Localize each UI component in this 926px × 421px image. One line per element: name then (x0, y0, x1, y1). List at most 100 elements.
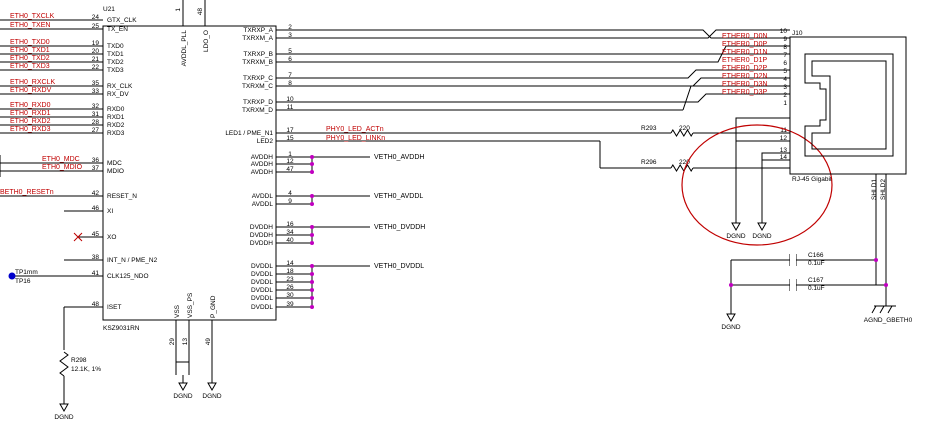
left-pin-number: 25 (92, 23, 100, 30)
ground-symbol (731, 222, 741, 232)
ground-label: DGND (721, 324, 740, 331)
junction-dot (310, 305, 314, 309)
bottom-pin-number: 13 (182, 338, 189, 346)
rj45-inner (811, 60, 887, 150)
left-pin-name: TXD3 (107, 67, 124, 74)
right-pin-number: 14 (286, 260, 294, 267)
connector-pin-number: 3 (783, 84, 787, 91)
left-pin-name: INT_N / PME_N2 (107, 257, 158, 264)
left-pin-number: 37 (92, 165, 100, 172)
junction-dot (310, 288, 314, 292)
chip-refdes: U21 (103, 6, 115, 13)
connector-pin-number: 14 (780, 154, 788, 161)
right-pin-name: TXRXM_B (242, 59, 273, 66)
ground-label: DGND (726, 233, 745, 240)
right-pin-name: TXRXM_C (242, 83, 273, 90)
right-pin-name: TXRXP_C (243, 75, 273, 82)
connector-refdes: J10 (792, 30, 803, 37)
top-pin-number: 1 (175, 8, 182, 12)
junction-dot (310, 194, 314, 198)
junction-dot (310, 170, 314, 174)
right-pin-number: 26 (286, 284, 294, 291)
left-pin-number: 41 (92, 270, 100, 277)
rj45-outline (804, 53, 894, 157)
resistor-symbol (59, 351, 69, 377)
right-pin-name: TXRXP_A (243, 27, 273, 34)
right-pin-name: AVDDL (252, 193, 274, 200)
junction-dot (310, 233, 314, 237)
right-pin-number: 15 (286, 135, 294, 142)
junction-dot (310, 296, 314, 300)
net-label: ETHER0_D1N (722, 49, 768, 56)
right-pin-name: DVDDL (251, 279, 273, 286)
right-pin-number: 6 (288, 56, 292, 63)
power-net-label: VETH0_DVDDL (374, 263, 424, 270)
left-pin-number: 45 (92, 231, 100, 238)
junction-dot (310, 241, 314, 245)
right-pin-number: 17 (286, 127, 294, 134)
left-pin-name: TX_EN (107, 26, 128, 33)
top-pin-name: AVDDL_PLL (181, 30, 188, 67)
left-pin-name: RXD1 (107, 114, 125, 121)
right-pin-number: 11 (287, 104, 294, 111)
left-pin-number: 27 (92, 127, 100, 134)
net-label: ETH0_RXD3 (10, 126, 51, 133)
right-pin-number: 16 (286, 221, 294, 228)
left-pin-number: 46 (92, 205, 100, 212)
right-pin-name: DVDDH (250, 224, 273, 231)
bottom-pin-name: VSS (174, 304, 181, 318)
net-label: BETH0_RESETn (0, 189, 54, 196)
net-label: ETH0_MDIO (42, 164, 83, 171)
net-label: ETHER0_D2P (722, 65, 767, 72)
junction-dot (884, 283, 888, 287)
right-pin-number: 8 (288, 80, 292, 87)
resistor-value: 220 (679, 125, 690, 132)
connector-pin-number: 5 (783, 68, 787, 75)
right-pin-number: 40 (286, 237, 294, 244)
right-pin-number: 4 (288, 190, 292, 197)
right-pin-number: 7 (288, 72, 292, 79)
right-pin-name: DVDDL (251, 287, 273, 294)
capacitor-value: 0.1uF (808, 260, 825, 267)
connector-pin-number: 12 (780, 135, 788, 142)
testpoint-label: TP1mm (15, 269, 38, 276)
right-pin-number: 3 (288, 32, 292, 39)
cap-gap (790, 254, 796, 266)
net-label: ETHER0_D0N (722, 33, 768, 40)
net-label: ETH0_TXD0 (10, 39, 50, 46)
ground-label: DGND (54, 414, 73, 421)
ground-symbol (726, 313, 736, 323)
ground-label: DGND (202, 393, 221, 400)
right-pin-name: DVDDL (251, 304, 273, 311)
right-pin-name: TXRXM_A (242, 35, 273, 42)
junction-dot (729, 283, 733, 287)
power-net-label: VETH0_AVDDL (374, 193, 423, 200)
chip-body (102, 25, 277, 321)
right-pin-name: LED1 / PME_N1 (225, 130, 273, 137)
left-pin-number: 38 (92, 254, 100, 261)
right-pin-name: LED2 (257, 138, 274, 145)
net-label: ETH0_RXDV (10, 87, 52, 94)
left-pin-name: RESET_N (107, 193, 137, 200)
resistor-symbol (670, 129, 694, 137)
right-pin-number: 10 (286, 96, 294, 103)
net-label: ETH0_TXCLK (10, 13, 55, 20)
resistor-refdes: R293 (641, 125, 657, 132)
right-pin-number: 30 (286, 292, 294, 299)
right-pin-name: AVDDH (251, 161, 274, 168)
net-label: ETH0_TXD1 (10, 47, 50, 54)
ground-symbol (757, 222, 767, 232)
resistor-symbol (670, 164, 694, 172)
ground-symbol (178, 382, 188, 392)
connector-pin-number: 13 (780, 147, 788, 154)
left-pin-name: RXD3 (107, 130, 125, 137)
net-label: PHY0_LED_ACTn (326, 126, 384, 133)
connector-pin-number: 1 (783, 100, 787, 107)
left-pin-name: MDIO (107, 168, 124, 175)
ground-label: DGND (173, 393, 192, 400)
right-pin-name: TXRXM_D (242, 107, 273, 114)
shield-pin-label: SHLD2 (880, 179, 887, 200)
bottom-pin-number: 29 (169, 338, 176, 346)
net-label: ETH0_TXEN (10, 22, 50, 29)
